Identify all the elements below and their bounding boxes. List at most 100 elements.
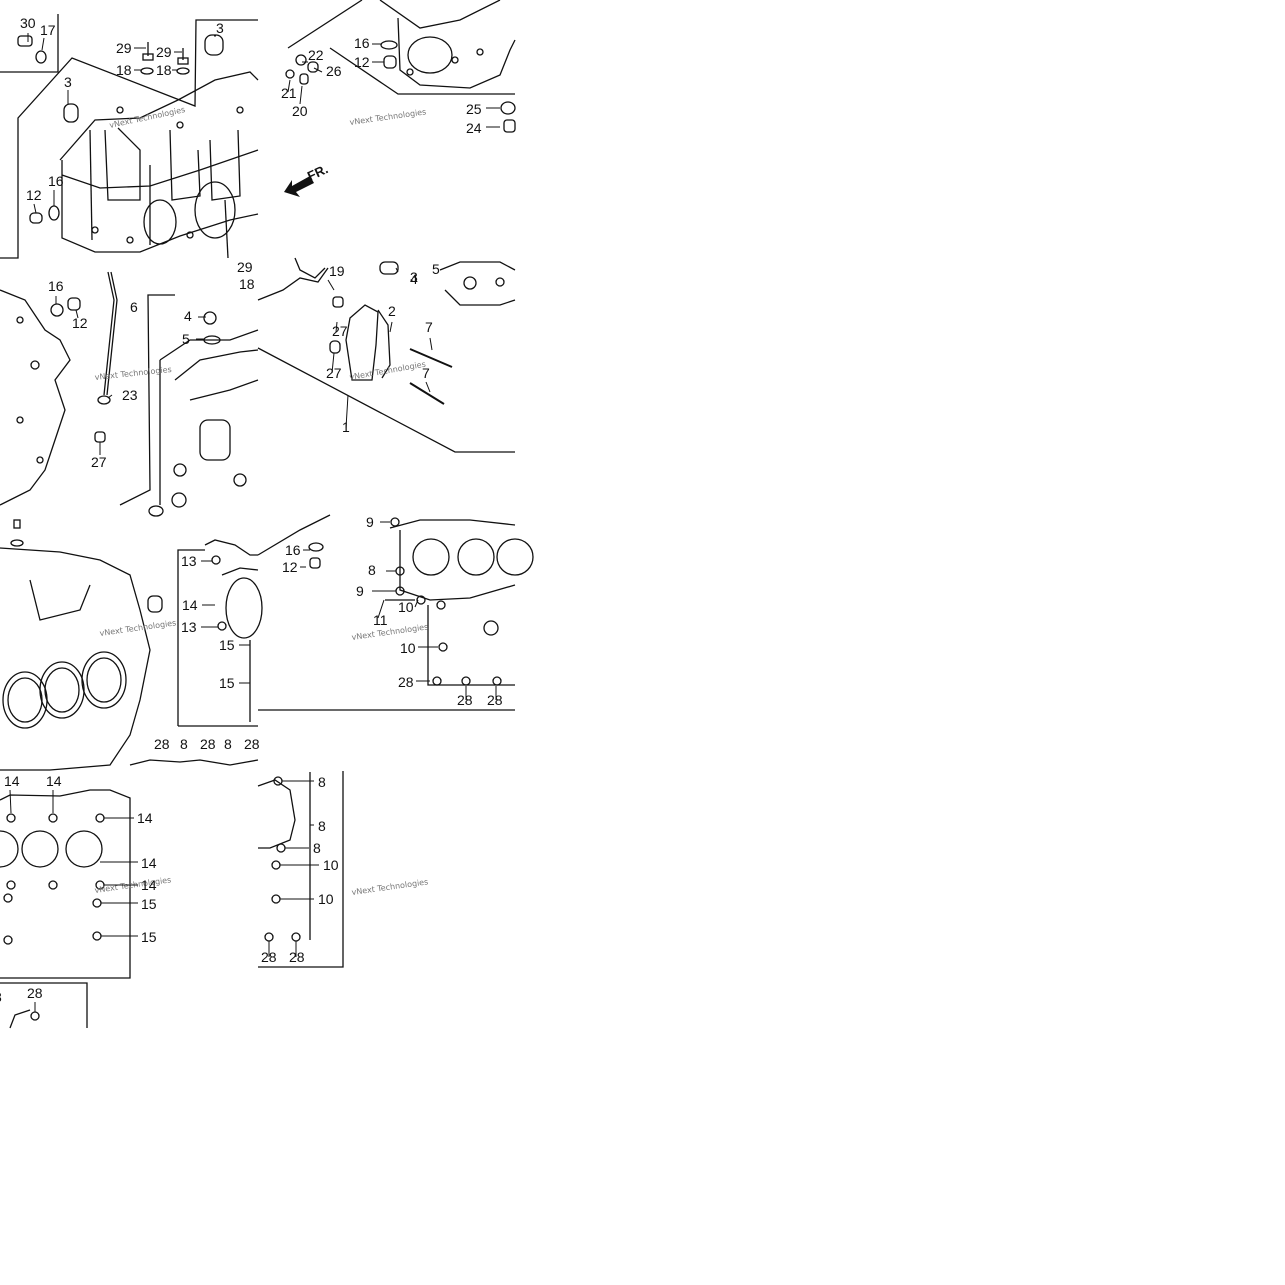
part-callout-label: 29	[237, 259, 253, 275]
tile-6-crankcase-lower-right	[257, 514, 534, 711]
leader-line	[33, 203, 37, 214]
leader-line	[9, 789, 12, 814]
tile-3-crankcase-middle-left	[0, 257, 326, 517]
front-direction-arrow: FR.	[284, 161, 330, 197]
part-callout-label: 14	[141, 877, 157, 893]
part-callout-label: 24	[466, 120, 482, 136]
watermark: vNext Technologies	[351, 622, 429, 642]
part-callout-label: 15	[219, 637, 235, 653]
part-callout-label: 13	[181, 553, 197, 569]
part-callout-label: 5	[182, 331, 190, 347]
part-callout-label: 14	[137, 810, 153, 826]
part-callout-label: 2	[388, 303, 396, 319]
part-callout-label: 16	[354, 35, 370, 51]
part-callout-label: 8	[0, 989, 2, 1005]
leader-line	[429, 337, 433, 351]
part-callout-label: 28	[289, 949, 305, 965]
part-callout-label: 14	[141, 855, 157, 871]
tile-1-crankcase-upper-left	[0, 14, 259, 259]
part-callout-label: 8	[318, 818, 326, 834]
watermark: vNext Technologies	[351, 877, 429, 897]
part-callout-label: 22	[308, 47, 324, 63]
part-callout-label: 8	[318, 774, 326, 790]
part-callout-label: 21	[281, 85, 297, 101]
part-callout-label: 1	[342, 419, 350, 435]
part-callout-label: 26	[326, 63, 342, 79]
watermark: vNext Technologies	[349, 360, 427, 382]
tile-7-head-gasket-left	[0, 789, 131, 1029]
part-callout-label: 14	[46, 773, 62, 789]
part-callout-label: 12	[72, 315, 88, 331]
part-callout-label: 16	[48, 278, 64, 294]
part-callout-label: 29	[116, 40, 132, 56]
front-marker-label: FR.	[305, 161, 330, 183]
part-callout-label: 29	[156, 44, 172, 60]
part-callout-label: 25	[466, 101, 482, 117]
watermark: vNext Technologies	[109, 105, 186, 130]
tile-5-crankcase-lower-left	[0, 519, 263, 771]
leader-line	[41, 37, 45, 51]
part-callout-label: 5	[432, 261, 440, 277]
part-callout-label: 10	[323, 857, 339, 873]
leader-line	[377, 599, 385, 619]
part-callout-label: 18	[239, 276, 255, 292]
tile-4-main-bearing-cap	[257, 261, 516, 453]
part-callout-label: 8	[180, 736, 188, 752]
part-callout-label: 15	[141, 896, 157, 912]
part-callout-label: 15	[219, 675, 235, 691]
part-callout-label: 10	[398, 599, 414, 615]
part-callout-label: 8	[313, 840, 321, 856]
part-callout-label: 30	[20, 15, 36, 31]
part-callout-label: 23	[122, 387, 138, 403]
part-callout-label: 28	[154, 736, 170, 752]
part-callout-label: 19	[329, 263, 345, 279]
part-callout-label: 20	[292, 103, 308, 119]
leader-line	[345, 394, 349, 429]
leader-line	[425, 381, 431, 393]
part-callout-label: 10	[400, 640, 416, 656]
leader-line	[331, 352, 335, 374]
part-callout-label: 27	[91, 454, 107, 470]
part-callout-label: 12	[26, 187, 42, 203]
part-callout-label: 16	[285, 542, 301, 558]
watermark: vNext Technologies	[99, 618, 177, 638]
leader-line	[327, 279, 335, 291]
part-callout-label: 4	[184, 308, 192, 324]
leader-line	[335, 321, 338, 333]
part-callout-label: 13	[181, 619, 197, 635]
part-callout-label: 3	[216, 20, 224, 36]
part-callout-label: 7	[425, 319, 433, 335]
part-callout-label: 28	[261, 949, 277, 965]
part-callout-label: 12	[282, 559, 298, 575]
leader-line	[287, 79, 291, 93]
part-callout-label: 12	[354, 54, 370, 70]
part-callout-label: 18	[156, 62, 172, 78]
leader-line	[299, 85, 303, 105]
part-callout-label: 3	[64, 74, 72, 90]
part-callout-label: 16	[48, 173, 64, 189]
part-callout-label: 7	[422, 365, 430, 381]
part-callout-label: 28	[200, 736, 216, 752]
part-callout-label: 28	[244, 736, 260, 752]
part-callout-label: 27	[332, 323, 348, 339]
part-callout-label: 4	[410, 271, 418, 287]
part-callout-label: 17	[40, 22, 56, 38]
part-callout-label: 11	[373, 612, 388, 628]
leader-line	[389, 321, 393, 333]
part-callout-label: 28	[487, 692, 503, 708]
part-callout-label: 8	[224, 736, 232, 752]
watermark: vNext Technologies	[349, 107, 427, 127]
part-callout-label: 14	[4, 773, 20, 789]
leader-line	[107, 394, 113, 399]
part-callout-label: 27	[326, 365, 342, 381]
part-callout-label: 28	[398, 674, 414, 690]
part-callout-label: 6	[130, 299, 138, 315]
tile-2-crankcase-upper-right	[285, 0, 516, 133]
leader-line	[395, 267, 399, 273]
part-callout-label: 3	[410, 269, 418, 285]
leader-line	[313, 67, 323, 73]
leader-line	[414, 599, 419, 608]
